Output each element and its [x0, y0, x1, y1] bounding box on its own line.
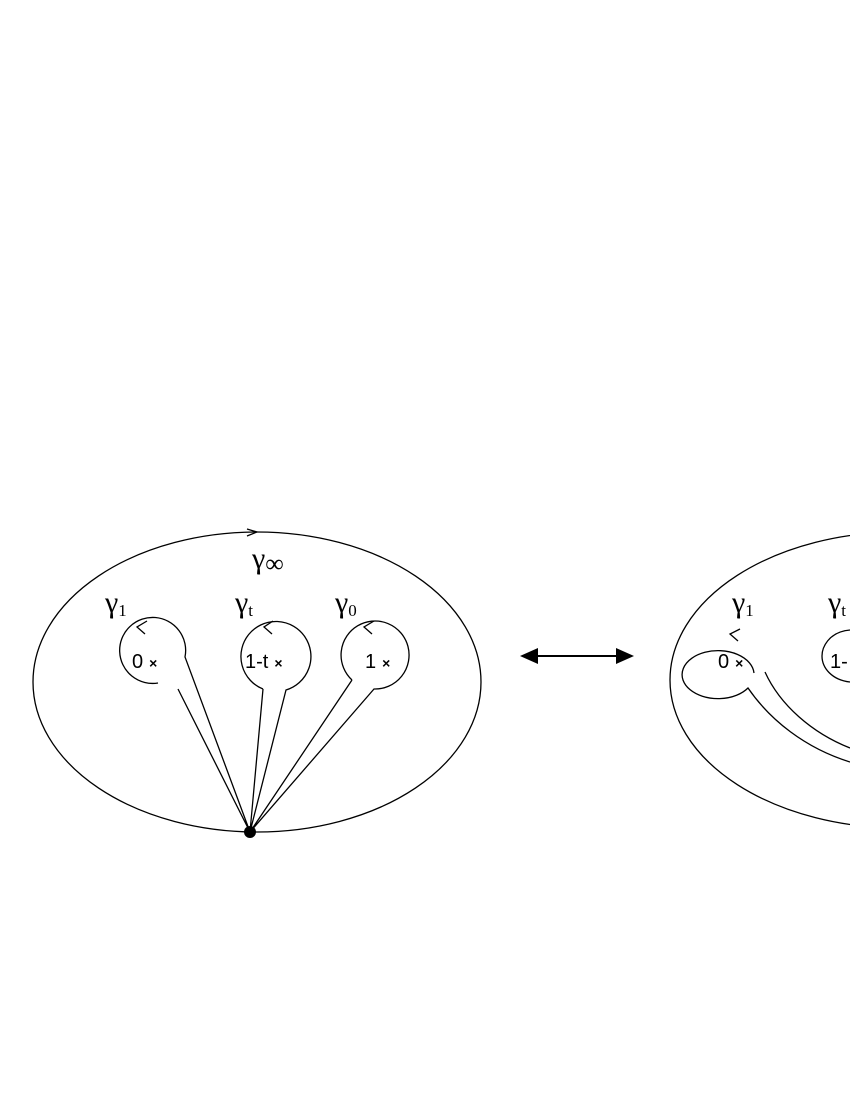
loop-around-zero	[119, 616, 251, 833]
point-label-zero-right: 0×	[718, 651, 743, 673]
double-headed-arrow	[520, 648, 634, 664]
outer-loop-right	[669, 534, 850, 826]
loop-one-minus-t-arrow	[262, 620, 274, 635]
loop-zero-right-arrow	[728, 628, 741, 642]
loop-around-one	[249, 620, 410, 833]
point-label-one: 1×	[365, 651, 390, 673]
loop-around-one-minus-t-right	[821, 629, 850, 683]
point-label-zero: 0×	[132, 651, 157, 673]
label-gamma-1: γ1	[104, 586, 127, 620]
label-gamma-0: γ0	[334, 586, 357, 620]
outer-loop-arrow	[246, 528, 259, 537]
label-gamma-t-right: γt	[827, 586, 846, 620]
point-label-one-minus-t: 1-t×	[245, 651, 283, 673]
point-label-one-minus-t-right: 1-	[830, 651, 848, 673]
label-gamma-1-right: γ1	[731, 586, 754, 620]
loop-zero-band	[764, 671, 850, 749]
right-panel: γ1 γt 0× 1-	[669, 534, 850, 826]
outer-loop	[32, 531, 482, 833]
loop-zero-arrow	[135, 620, 148, 635]
label-gamma-infinity: γ∞	[251, 542, 284, 578]
base-point	[244, 826, 256, 838]
loop-one-arrow	[362, 620, 375, 635]
loop-around-zero-right	[681, 649, 850, 763]
label-gamma-t: γt	[234, 586, 253, 620]
loop-around-one-minus-t	[240, 620, 312, 833]
left-panel: γ∞ γ1 γt γ0 0× 1-t× 1×	[32, 528, 482, 838]
